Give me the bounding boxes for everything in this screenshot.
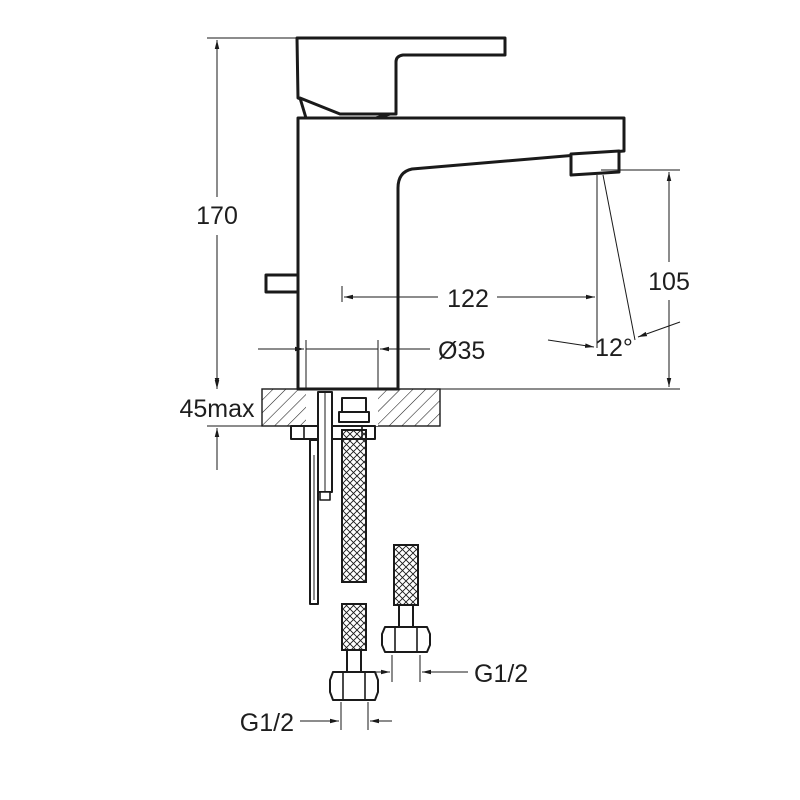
dim-spout-angle: 12° [547,174,681,362]
label-thread-right: G1/2 [474,660,528,688]
flex-hose-left [329,397,379,701]
label-body-diameter: Ø35 [438,337,485,365]
dim-spout-height: 105 [601,169,690,387]
label-spout-height: 105 [648,268,690,296]
dim-thread-right: G1/2 [372,655,528,688]
label-spout-reach: 122 [447,285,489,313]
flex-hose-right [381,544,431,653]
faucet-body [264,116,626,391]
dim-spout-reach: 122 [341,175,598,348]
dim-thread-left: G1/2 [240,702,392,737]
lever-handle [295,36,507,120]
label-thread-left: G1/2 [240,709,294,737]
dim-deck-thickness: 45max [179,372,262,470]
dim-total-height: 170 [196,37,297,387]
label-total-height: 170 [196,202,238,230]
label-deck-thickness: 45max [179,395,255,423]
label-spout-angle: 12° [595,334,633,362]
dim-body-diameter: Ø35 [258,337,485,388]
